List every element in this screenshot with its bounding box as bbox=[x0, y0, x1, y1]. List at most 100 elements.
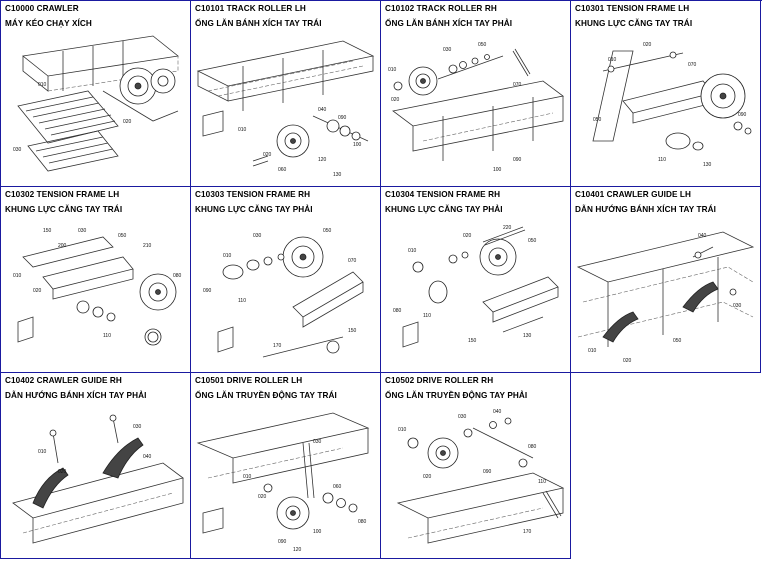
callout-label: 020 bbox=[123, 119, 132, 125]
cell-title: C10401 CRAWLER GUIDE LH bbox=[575, 190, 692, 199]
cell-subtitle: DẪN HƯỚNG BÁNH XÍCH TAY PHẢI bbox=[5, 391, 147, 400]
callout-label: 040 bbox=[318, 107, 327, 113]
catalog-cell-c10401[interactable]: C10401 CRAWLER GUIDE LH DẪN HƯỚNG BÁNH X… bbox=[571, 187, 761, 373]
callout-label: 010 bbox=[608, 57, 617, 63]
callout-label: 080 bbox=[528, 444, 537, 450]
cell-title: C10301 TENSION FRAME LH bbox=[575, 4, 690, 13]
callout-label: 150 bbox=[348, 328, 357, 334]
crawler-diagram: 010 020 030 bbox=[13, 31, 187, 183]
catalog-cell-c10301[interactable]: C10301 TENSION FRAME LH KHUNG LỰC CĂNG T… bbox=[571, 1, 761, 187]
callout-label: 060 bbox=[333, 484, 342, 490]
catalog-cell-c10304[interactable]: C10304 TENSION FRAME RH KHUNG LỰC CĂNG T… bbox=[381, 187, 571, 373]
track-roller-lh-diagram: 010 020 040 060 090 100 120 130 bbox=[193, 31, 377, 178]
cell-title: C10101 TRACK ROLLER LH bbox=[195, 4, 306, 13]
callout-label: 070 bbox=[513, 82, 522, 88]
callout-label: 170 bbox=[523, 529, 532, 535]
callout-label: 010 bbox=[243, 474, 252, 480]
drive-roller-rh-diagram: 010 020 030 040 080 090 110 170 bbox=[383, 409, 567, 555]
callout-label: 110 bbox=[238, 298, 246, 304]
catalog-cell-c10502[interactable]: C10502 DRIVE ROLLER RH ỐNG LĂN TRUYỀN ĐỘ… bbox=[381, 373, 571, 559]
cell-subtitle: ỐNG LĂN TRUYỀN ĐỘNG TAY TRÁI bbox=[195, 391, 337, 400]
cell-subtitle: KHUNG LỰC CĂNG TAY PHẢI bbox=[195, 205, 313, 214]
callout-label: 030 bbox=[253, 233, 262, 239]
drive-roller-lh-diagram: 010 020 030 060 080 090 100 120 bbox=[193, 403, 377, 553]
callout-label: 090 bbox=[203, 288, 212, 294]
callout-label: 150 bbox=[468, 338, 477, 344]
callout-label: 010 bbox=[388, 67, 397, 73]
cell-subtitle: DẪN HƯỚNG BÁNH XÍCH TAY TRÁI bbox=[575, 205, 717, 214]
callout-label: 020 bbox=[623, 358, 632, 364]
callout-label: 040 bbox=[143, 454, 152, 460]
callout-label: 040 bbox=[698, 233, 707, 239]
callout-label: 050 bbox=[478, 42, 487, 48]
callout-label: 010 bbox=[223, 253, 232, 259]
cell-title: C10000 CRAWLER bbox=[5, 4, 79, 13]
crawler-guide-lh-diagram: 010 020 030 040 050 bbox=[573, 217, 757, 364]
callout-label: 010 bbox=[408, 248, 417, 254]
track-roller-rh-diagram: 010 020 030 050 070 090 100 bbox=[388, 42, 567, 173]
callout-label: 010 bbox=[398, 427, 407, 433]
callout-label: 090 bbox=[483, 469, 492, 475]
callout-label: 080 bbox=[358, 519, 367, 525]
catalog-cell-c10501[interactable]: C10501 DRIVE ROLLER LH ỐNG LĂN TRUYỀN ĐỘ… bbox=[191, 373, 381, 559]
callout-label: 050 bbox=[593, 117, 602, 123]
crawler-guide-rh-diagram: 010 020 030 040 bbox=[3, 403, 187, 555]
cell-subtitle: KHUNG LỰC CĂNG TAY PHẢI bbox=[385, 205, 503, 214]
callout-label: 120 bbox=[293, 547, 302, 553]
callout-label: 070 bbox=[348, 258, 357, 264]
callout-label: 030 bbox=[133, 424, 142, 430]
tension-frame-rh-2-diagram: 010 020 050 080 110 130 150 220 bbox=[393, 225, 567, 369]
cell-subtitle: ỐNG LĂN TRUYỀN ĐỘNG TAY PHẢI bbox=[385, 391, 528, 400]
cell-subtitle: ỐNG LĂN BÁNH XÍCH TAY TRÁI bbox=[195, 19, 322, 28]
callout-label: 020 bbox=[58, 469, 67, 475]
callout-label: 010 bbox=[38, 449, 47, 455]
callout-label: 030 bbox=[78, 228, 87, 234]
callout-label: 090 bbox=[513, 157, 522, 163]
callout-label: 030 bbox=[313, 439, 322, 445]
callout-label: 010 bbox=[13, 273, 22, 279]
catalog-cell-c10303[interactable]: C10303 TENSION FRAME RH KHUNG LỰC CĂNG T… bbox=[191, 187, 381, 373]
callout-label: 020 bbox=[263, 152, 272, 158]
callout-label: 130 bbox=[333, 172, 342, 178]
callout-label: 030 bbox=[443, 47, 452, 53]
cell-title: C10102 TRACK ROLLER RH bbox=[385, 4, 497, 13]
callout-label: 030 bbox=[733, 303, 742, 309]
cell-title: C10501 DRIVE ROLLER LH bbox=[195, 376, 303, 385]
empty-cell bbox=[571, 373, 761, 559]
callout-label: 010 bbox=[238, 127, 247, 133]
catalog-cell-c10102[interactable]: C10102 TRACK ROLLER RH ỐNG LĂN BÁNH XÍCH… bbox=[381, 1, 571, 187]
callout-label: 010 bbox=[38, 82, 47, 88]
callout-label: 100 bbox=[493, 167, 502, 173]
tension-frame-lh-diagram: 010 020 050 070 090 110 130 bbox=[573, 42, 757, 168]
cell-subtitle: ỐNG LĂN BÁNH XÍCH TAY PHẢI bbox=[385, 19, 513, 28]
callout-label: 010 bbox=[588, 348, 597, 354]
cell-subtitle: MÁY KÉO CHẠY XÍCH bbox=[5, 19, 92, 28]
catalog-cell-c10302[interactable]: C10302 TENSION FRAME LH KHUNG LỰC CĂNG T… bbox=[1, 187, 191, 373]
callout-label: 090 bbox=[278, 539, 287, 545]
catalog-cell-c10402[interactable]: C10402 CRAWLER GUIDE RH DẪN HƯỚNG BÁNH X… bbox=[1, 373, 191, 559]
callout-label: 120 bbox=[318, 157, 327, 163]
callout-label: 100 bbox=[313, 529, 322, 535]
callout-label: 030 bbox=[13, 147, 22, 153]
cell-subtitle: KHUNG LỰC CĂNG TAY TRÁI bbox=[5, 205, 123, 214]
catalog-cell-c10101[interactable]: C10101 TRACK ROLLER LH ỐNG LĂN BÁNH XÍCH… bbox=[191, 1, 381, 187]
cell-title: C10502 DRIVE ROLLER RH bbox=[385, 376, 494, 385]
cell-subtitle: KHUNG LỰC CĂNG TAY TRÁI bbox=[575, 19, 693, 28]
callout-label: 110 bbox=[103, 333, 111, 339]
callout-label: 170 bbox=[273, 343, 282, 349]
catalog-cell-c10000[interactable]: C10000 CRAWLER MÁY KÉO CHẠY XÍCH bbox=[1, 1, 191, 187]
cell-title: C10303 TENSION FRAME RH bbox=[195, 190, 311, 199]
cell-title: C10402 CRAWLER GUIDE RH bbox=[5, 376, 122, 385]
callout-label: 020 bbox=[423, 474, 432, 480]
callout-label: 090 bbox=[738, 112, 747, 118]
callout-label: 110 bbox=[658, 157, 666, 163]
callout-label: 050 bbox=[673, 338, 682, 344]
callout-label: 130 bbox=[523, 333, 532, 339]
callout-label: 130 bbox=[703, 162, 712, 168]
callout-label: 020 bbox=[391, 97, 400, 103]
tension-frame-rh-diagram: 010 030 050 070 090 110 150 170 bbox=[203, 228, 377, 369]
cell-title: C10302 TENSION FRAME LH bbox=[5, 190, 120, 199]
callout-label: 020 bbox=[33, 288, 42, 294]
callout-label: 090 bbox=[338, 115, 347, 121]
